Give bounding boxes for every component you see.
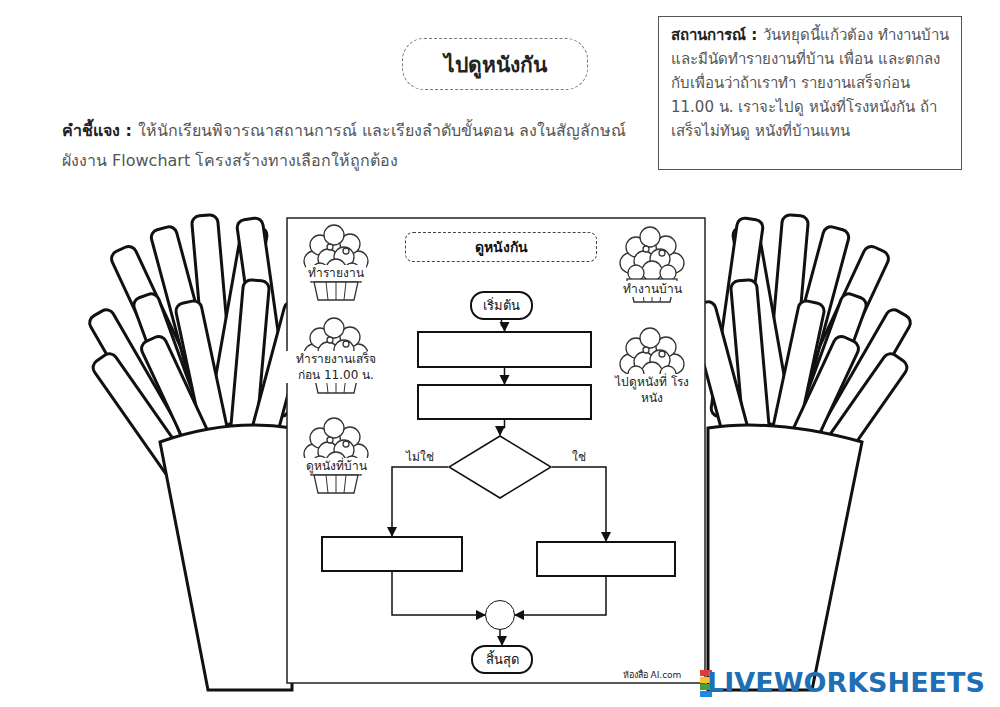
edge-label: ใช่ xyxy=(570,447,588,466)
terminal-oval: เริ่มต้น xyxy=(470,291,533,320)
diamond-outline xyxy=(448,435,552,499)
node-text: สถานการณ์ : xyxy=(671,26,757,44)
option-label: ทำงานบ้าน xyxy=(621,281,684,297)
instructions: คำชี้แจง :ให้นักเรียนพิจารณาสถานการณ์ แล… xyxy=(62,116,632,176)
instruction-heading: คำชี้แจง : xyxy=(62,121,132,140)
option-label: ทำรายงาน xyxy=(306,265,366,281)
flow-arrow xyxy=(500,630,502,645)
option-label: ดูหนังที่บ้าน xyxy=(304,458,369,474)
terminal-oval: สิ้นสุด xyxy=(471,645,533,674)
node-text: สิ้นสุด xyxy=(486,649,519,670)
node-text: เริ่มต้น xyxy=(483,295,520,316)
option-label: ไปดูหนังที่ โรงหนัง xyxy=(610,374,694,406)
flow-arrow xyxy=(504,368,506,384)
popcorn-icon xyxy=(304,225,368,300)
flow-arrow xyxy=(502,320,505,331)
watermark: ห้องสื่อ AI.com xyxy=(621,669,684,681)
node-text: ดูหนังกัน xyxy=(475,236,528,258)
scenario-box: สถานการณ์ :วันหยุดนี้แก้วต้อง ทำงานบ้าน … xyxy=(658,16,962,170)
connector-circle xyxy=(485,600,515,630)
edge-label: ไม่ใช่ xyxy=(404,447,436,466)
process-box xyxy=(536,541,676,577)
instruction-text: ให้นักเรียนพิจารณาสถานการณ์ และเรียงลำดั… xyxy=(62,121,626,170)
process-box xyxy=(417,384,592,420)
flow-arrow xyxy=(552,467,606,541)
flow-arrow xyxy=(500,420,505,435)
watermark: LIVEWORKSHEETS xyxy=(705,665,987,701)
process-box xyxy=(417,331,592,368)
worksheet-sheet xyxy=(287,218,705,683)
flow-arrow xyxy=(392,467,448,536)
option-label: ทำรายงานเสร็จ ก่อน 11.00 น. xyxy=(285,351,387,383)
fries-cup xyxy=(708,425,862,690)
sheet-heading: ดูหนังกัน xyxy=(405,232,597,262)
popcorn-icon xyxy=(620,227,684,302)
popcorn-icon xyxy=(304,418,368,493)
flow-arrow xyxy=(392,572,485,615)
title: ไปดูหนังกัน xyxy=(402,38,588,90)
flow-arrow xyxy=(515,577,606,615)
process-box xyxy=(321,536,463,572)
decision-diamond xyxy=(448,435,552,499)
diamond-shape xyxy=(449,436,551,498)
fries-cup xyxy=(160,425,292,690)
